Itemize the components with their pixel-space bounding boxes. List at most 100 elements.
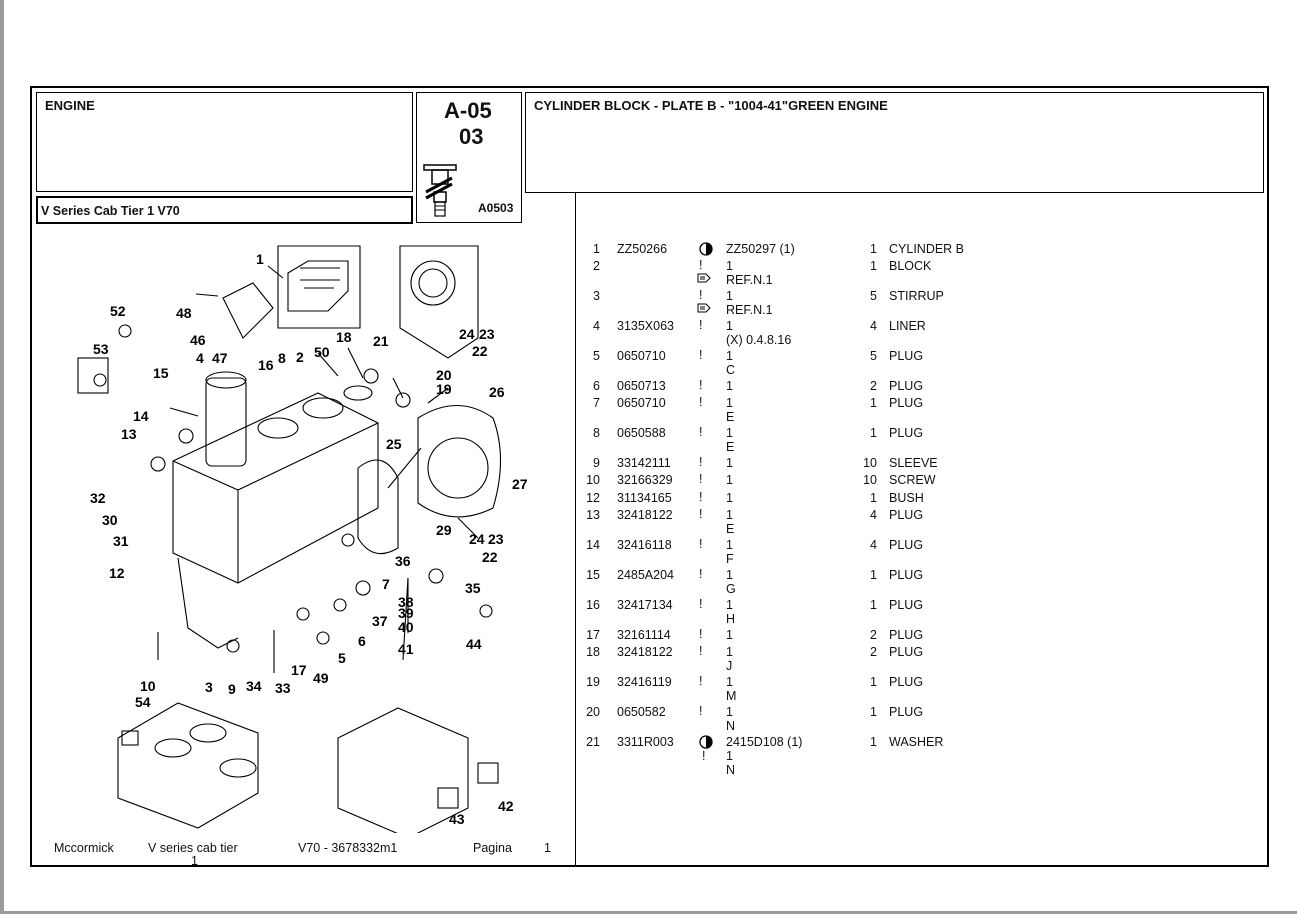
- pos-number: 20: [586, 705, 600, 719]
- ref-sub-text: REF.N.1: [726, 273, 773, 287]
- quantity: 1: [870, 735, 877, 749]
- svg-text:52: 52: [110, 303, 126, 319]
- ref-sub-text: M: [726, 689, 737, 703]
- pos-number: 21: [586, 735, 600, 749]
- note-icon: !: [699, 378, 703, 392]
- quantity: 10: [863, 456, 877, 470]
- half-circle-icon: [699, 242, 713, 256]
- description: LINER: [889, 319, 926, 333]
- ref-text: 1: [726, 319, 733, 333]
- pos-number: 15: [586, 568, 600, 582]
- svg-text:22: 22: [482, 549, 498, 565]
- ref-sub-text: 1: [726, 749, 733, 763]
- svg-text:42: 42: [498, 798, 514, 814]
- ref-text: 1: [726, 645, 733, 659]
- ref-text: 2415D108 (1): [726, 735, 803, 749]
- part-number: 32416119: [617, 675, 672, 689]
- inset-plug-box: [77, 357, 109, 394]
- ref-text: 1: [726, 705, 733, 719]
- quantity: 4: [870, 538, 877, 552]
- quantity: 4: [870, 319, 877, 333]
- note-icon: !: [699, 472, 703, 486]
- description: PLUG: [889, 396, 924, 410]
- footer-page-number: 1: [544, 841, 551, 855]
- part-number: 3135X063: [617, 319, 675, 333]
- svg-text:41: 41: [398, 641, 414, 657]
- description: PLUG: [889, 628, 924, 642]
- svg-text:53: 53: [93, 341, 109, 357]
- part-number: 0650713: [617, 379, 666, 393]
- section-title: ENGINE: [45, 98, 95, 113]
- ref-text: 1: [726, 568, 733, 582]
- svg-text:15: 15: [153, 365, 169, 381]
- page-code-box: [416, 92, 522, 223]
- model-label: V Series Cab Tier 1 V70: [41, 204, 180, 218]
- half-circle-icon: [699, 735, 713, 749]
- quantity: 1: [870, 259, 877, 273]
- svg-text:34: 34: [246, 678, 262, 694]
- part-number: 32161114: [617, 628, 671, 642]
- page-code-line2: 03: [459, 124, 484, 149]
- page-frame: [30, 86, 1269, 867]
- pos-number: 19: [586, 675, 600, 689]
- ref-text: 1: [726, 491, 733, 505]
- svg-text:37: 37: [372, 613, 388, 629]
- group-title: CYLINDER BLOCK - PLATE B - "1004-41"GREE…: [534, 98, 888, 113]
- pos-number: 12: [586, 491, 600, 505]
- description: PLUG: [889, 379, 924, 393]
- ref-sub-text: REF.N.1: [726, 303, 773, 317]
- pos-number: 13: [586, 508, 600, 522]
- svg-text:30: 30: [102, 512, 118, 528]
- description: BUSH: [889, 491, 924, 505]
- footer-model-code: V70 - 3678332m1: [298, 841, 398, 855]
- pos-number: 18: [586, 645, 600, 659]
- note-icon: !: [699, 674, 703, 688]
- pos-number: 2: [593, 259, 600, 273]
- svg-text:31: 31: [113, 533, 129, 549]
- footer-series: V series cab tier: [148, 841, 238, 855]
- svg-text:9: 9: [228, 681, 236, 697]
- svg-text:7: 7: [382, 576, 390, 592]
- ref-sub-text: N: [726, 719, 736, 733]
- part-number: 33142111: [617, 456, 671, 470]
- svg-text:2: 2: [296, 349, 304, 365]
- ref-text: 1: [726, 289, 733, 303]
- ref-text: 1: [726, 628, 733, 642]
- note-icon: !: [699, 258, 703, 272]
- description: PLUG: [889, 675, 924, 689]
- quantity: 4: [870, 508, 877, 522]
- part-number: ZZ50266: [617, 242, 668, 256]
- part-number: 0650710: [617, 349, 666, 363]
- ref-sub-text: J: [726, 659, 733, 673]
- pos-number: 7: [593, 396, 600, 410]
- svg-text:21: 21: [373, 333, 389, 349]
- image-code: A0503: [478, 201, 514, 215]
- description: PLUG: [889, 508, 924, 522]
- part-number: 32417134: [617, 598, 673, 612]
- svg-text:26: 26: [489, 384, 505, 400]
- svg-text:6: 6: [358, 633, 366, 649]
- part-number: 0650588: [617, 426, 666, 440]
- pos-number: 9: [593, 456, 600, 470]
- ref-text: 1: [726, 426, 733, 440]
- pos-number: 3: [593, 289, 600, 303]
- svg-text:44: 44: [466, 636, 482, 652]
- block-outline: [172, 392, 379, 584]
- svg-text:20: 20: [436, 367, 452, 383]
- ref-sub-text: (X) 0.4.8.16: [726, 333, 792, 347]
- description: PLUG: [889, 645, 924, 659]
- svg-text:43: 43: [449, 811, 465, 827]
- note-icon: !: [699, 597, 703, 611]
- description: BLOCK: [889, 259, 932, 273]
- note-icon: !: [699, 318, 703, 332]
- note-icon: !: [699, 490, 703, 504]
- quantity: 5: [870, 349, 877, 363]
- pos-number: 8: [593, 426, 600, 440]
- note-icon: !: [699, 507, 703, 521]
- part-number: 3311R003: [617, 735, 674, 749]
- svg-text:54: 54: [135, 694, 151, 710]
- note-icon: !: [699, 455, 703, 469]
- svg-text:50: 50: [314, 344, 330, 360]
- svg-text:22: 22: [472, 343, 488, 359]
- arrow-note-icon: [697, 273, 711, 283]
